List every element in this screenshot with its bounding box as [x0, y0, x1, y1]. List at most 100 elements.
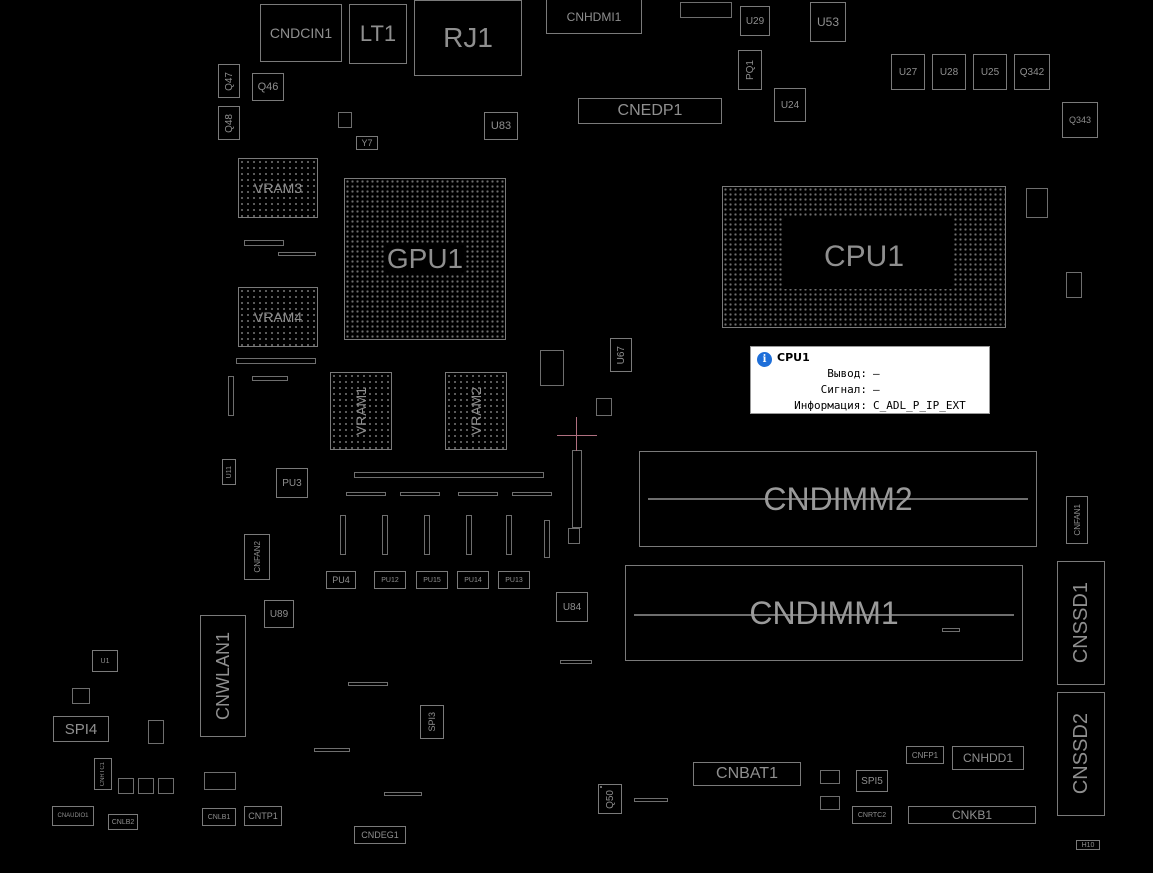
component-u89[interactable]: U89 — [264, 600, 294, 628]
component-label: U11 — [225, 465, 233, 479]
component-u1[interactable]: U1 — [92, 650, 118, 672]
component-u67[interactable]: U67 — [610, 338, 632, 372]
component-label: GPU1 — [384, 243, 466, 275]
component-vram3[interactable]: VRAM3 — [238, 158, 318, 218]
component-pu15[interactable]: PU15 — [416, 571, 448, 589]
component-label: CNHDD1 — [962, 751, 1013, 765]
component-cpu1[interactable]: CPU1 — [722, 186, 1006, 328]
component-label: CNFAN2 — [252, 541, 262, 573]
tooltip-value: C_ADL_P_IP_EXT — [873, 399, 966, 412]
component-label: U53 — [816, 15, 839, 29]
component-cndeg1[interactable]: CNDEG1 — [354, 826, 406, 844]
component-spi3[interactable]: SPI3 — [420, 705, 444, 739]
component-label: U1 — [100, 657, 110, 665]
component-u24[interactable]: U24 — [774, 88, 806, 122]
component-vram1[interactable]: VRAM1 — [330, 372, 392, 450]
component-label: U89 — [269, 608, 289, 620]
component-cnrtc2[interactable]: CNRTC2 — [852, 806, 892, 824]
component-label: PU12 — [381, 576, 399, 584]
passive-component — [314, 748, 350, 752]
component-rj1[interactable]: RJ1 — [414, 0, 522, 76]
component-pu4[interactable]: PU4 — [326, 571, 356, 589]
component-connector-top[interactable] — [680, 2, 732, 18]
component-label: Q50 — [604, 789, 616, 809]
component-small — [204, 772, 236, 790]
component-lt1[interactable]: LT1 — [349, 4, 407, 64]
component-u27[interactable]: U27 — [891, 54, 925, 90]
component-q47[interactable]: Q47 — [218, 64, 240, 98]
component-cnfp1[interactable]: CNFP1 — [906, 746, 944, 764]
component-u28[interactable]: U28 — [932, 54, 966, 90]
component-q48[interactable]: Q48 — [218, 106, 240, 140]
passive-component — [424, 515, 430, 555]
passive-component — [600, 786, 602, 788]
component-cnhdmi1[interactable]: CNHDMI1 — [546, 0, 642, 34]
component-vram4[interactable]: VRAM4 — [238, 287, 318, 347]
component-pq1[interactable]: PQ1 — [738, 50, 762, 90]
component-u53[interactable]: U53 — [810, 2, 846, 42]
passive-component — [458, 492, 498, 496]
component-small — [568, 528, 580, 544]
component-label: CNTP1 — [248, 811, 278, 821]
component-cnssd1[interactable]: CNSSD1 — [1057, 561, 1105, 685]
component-pu3[interactable]: PU3 — [276, 468, 308, 498]
component-label: CNBAT1 — [716, 765, 778, 782]
component-cnhdd1[interactable]: CNHDD1 — [952, 746, 1024, 770]
component-u29[interactable]: U29 — [740, 6, 770, 36]
component-cnedp1[interactable]: CNEDP1 — [578, 98, 722, 124]
tooltip-key: Информация: — [794, 399, 867, 412]
component-label: Q47 — [223, 71, 235, 91]
component-q50[interactable]: Q50 — [598, 784, 622, 814]
component-label: SPI3 — [427, 712, 437, 732]
component-vram2[interactable]: VRAM2 — [445, 372, 507, 450]
component-pu12[interactable]: PU12 — [374, 571, 406, 589]
crosshair-cursor — [576, 417, 577, 451]
component-cnlb1[interactable]: CNLB1 — [202, 808, 236, 826]
component-label: CNDCIN1 — [269, 25, 333, 41]
component-label: U27 — [898, 66, 918, 78]
component-q342[interactable]: Q342 — [1014, 54, 1050, 90]
component-spi5[interactable]: SPI5 — [856, 770, 888, 792]
component-u25[interactable]: U25 — [973, 54, 1007, 90]
info-icon: i — [757, 352, 772, 367]
component-label: Q48 — [223, 113, 235, 133]
tooltip-key: Сигнал: — [820, 383, 867, 396]
component-spi4[interactable]: SPI4 — [53, 716, 109, 742]
component-u83[interactable]: U83 — [484, 112, 518, 140]
component-cnssd2[interactable]: CNSSD2 — [1057, 692, 1105, 816]
component-small — [540, 350, 564, 386]
component-cnrtc1[interactable]: CNRTC1 — [94, 758, 112, 790]
tooltip-value: — — [873, 367, 880, 380]
component-cndimm1[interactable]: CNDIMM1 — [625, 565, 1023, 661]
component-u84[interactable]: U84 — [556, 592, 588, 622]
component-cnfan1[interactable]: CNFAN1 — [1066, 496, 1088, 544]
component-cnwlan1[interactable]: CNWLAN1 — [200, 615, 246, 737]
component-label: CNDIMM1 — [749, 594, 899, 631]
component-pu14[interactable]: PU14 — [457, 571, 489, 589]
component-cntp1[interactable]: CNTP1 — [244, 806, 282, 826]
component-cndcin1[interactable]: CNDCIN1 — [260, 4, 342, 62]
component-cndimm2[interactable]: CNDIMM2 — [639, 451, 1037, 547]
component-q46[interactable]: Q46 — [252, 73, 284, 101]
component-cnaudio1[interactable]: CNAUDIO1 — [52, 806, 94, 826]
component-gpu1[interactable]: GPU1 — [344, 178, 506, 340]
component-cnlb2[interactable]: CNLB2 — [108, 814, 138, 830]
component-q343[interactable]: Q343 — [1062, 102, 1098, 138]
dimm-pin-row — [634, 614, 1014, 616]
component-pu13[interactable]: PU13 — [498, 571, 530, 589]
component-y7[interactable]: Y7 — [356, 136, 378, 150]
component-label: VRAM2 — [468, 386, 484, 436]
component-small — [820, 796, 840, 810]
component-u11[interactable]: U11 — [222, 459, 236, 485]
component-cnkb1[interactable]: CNKB1 — [908, 806, 1036, 824]
component-cnbat1[interactable]: CNBAT1 — [693, 762, 801, 786]
component-label: CNEDP1 — [617, 102, 683, 119]
tooltip-row: Сигнал: — — [751, 383, 987, 397]
component-label: Q343 — [1068, 115, 1092, 125]
component-h10[interactable]: H10 — [1076, 840, 1100, 850]
component-label: PU13 — [505, 576, 523, 584]
component-cnfan2[interactable]: CNFAN2 — [244, 534, 270, 580]
component-small — [148, 720, 164, 744]
component-label: CNHDMI1 — [566, 9, 622, 24]
